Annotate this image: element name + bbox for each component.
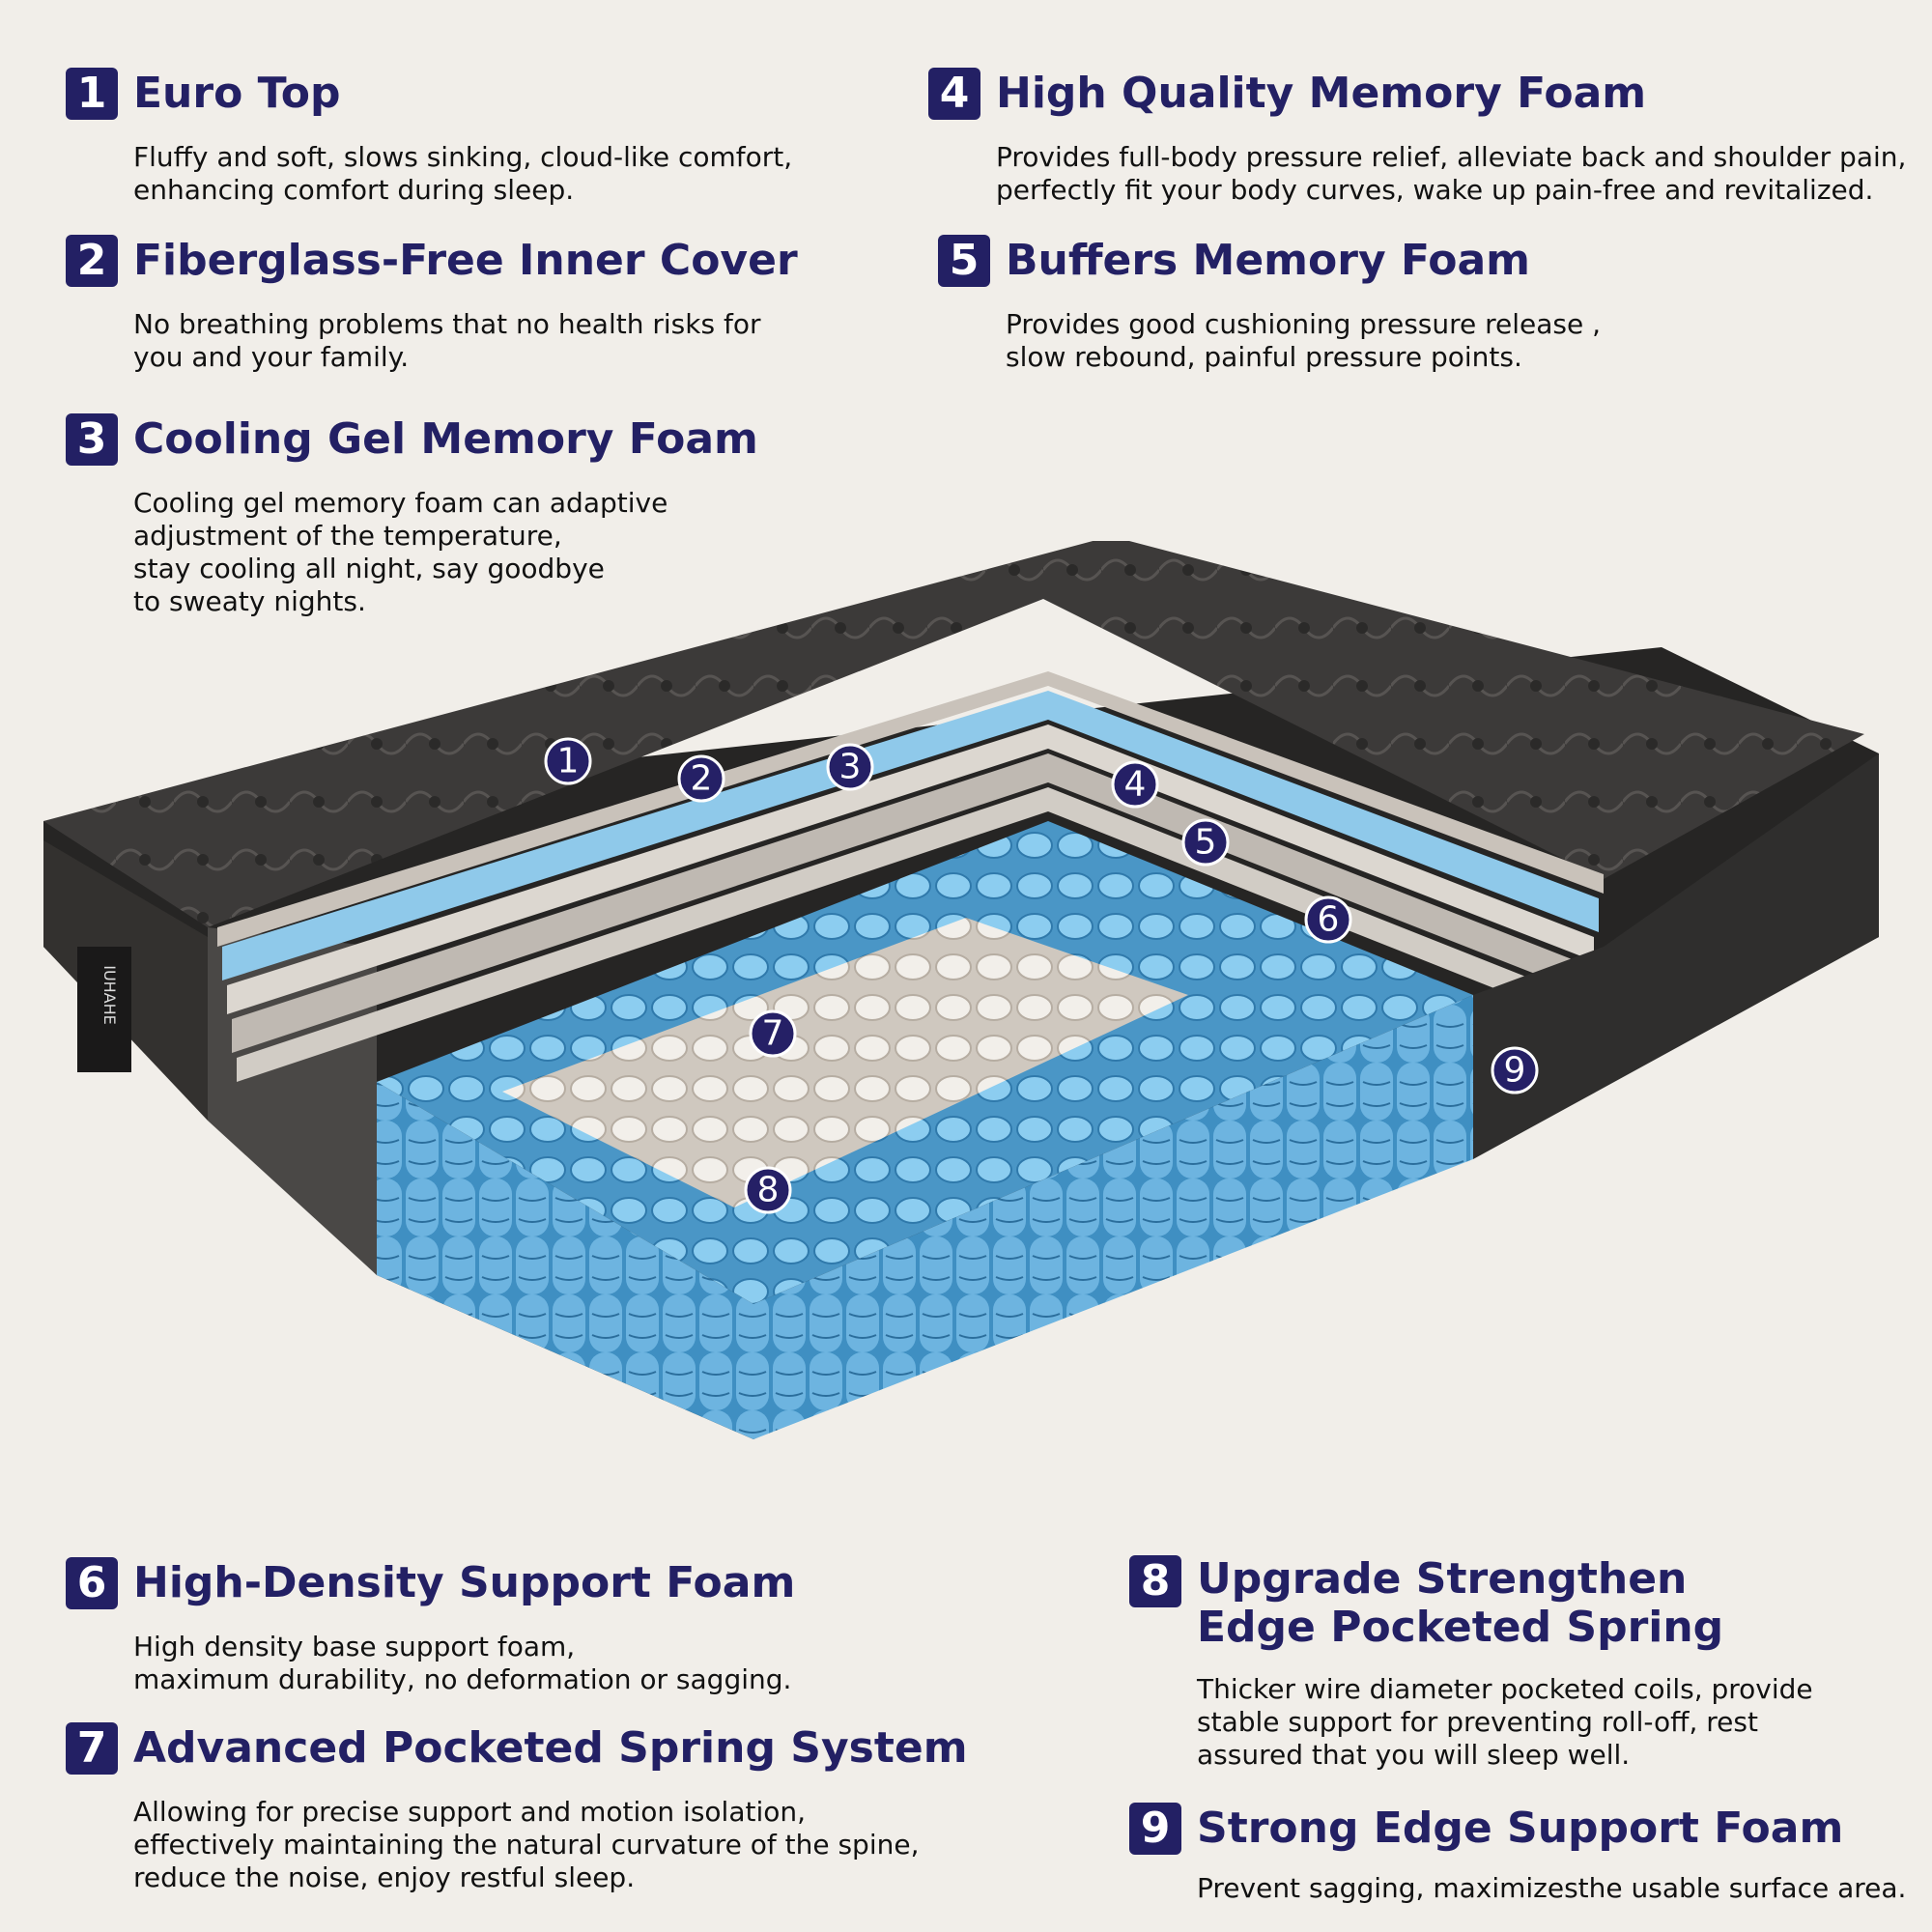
brand-label-tag (77, 947, 131, 1072)
feature-description: Provides good cushioning pressure releas… (1006, 308, 1601, 374)
number-badge: 2 (66, 235, 118, 287)
feature-description: High density base support foam, maximum … (133, 1631, 795, 1696)
inner-cover-layer (217, 671, 1604, 947)
marker-3: 3 (826, 743, 874, 791)
number-badge: 1 (66, 68, 118, 120)
cooling-gel-layer (222, 691, 1599, 980)
feature-title-line: Strong Edge Support Foam (1197, 1804, 1844, 1853)
description-line: No breathing problems that no health ris… (133, 308, 761, 340)
description-line: maximum durability, no deformation or sa… (133, 1663, 792, 1695)
feature-title: High-Density Support Foam (66, 1557, 795, 1609)
edge-springs-left-face (377, 1082, 753, 1439)
feature-3: 3 Cooling Gel Memory Foam Cooling gel me… (66, 413, 758, 618)
edge-springs-front-face (753, 995, 1473, 1439)
description-line: stable support for preventing roll-off, … (1197, 1706, 1758, 1738)
number-badge: 3 (66, 413, 118, 466)
description-line: assured that you will sleep well. (1197, 1739, 1631, 1771)
marker-label: 5 (1195, 823, 1217, 863)
marker-2: 2 (677, 754, 725, 803)
feature-title-line: Advanced Pocketed Spring System (133, 1723, 968, 1773)
description-line: Cooling gel memory foam can adaptive (133, 487, 668, 519)
feature-title: Fiberglass-Free Inner Cover (66, 235, 798, 287)
feature-description: Provides full-body pressure relief, alle… (996, 141, 1906, 207)
description-line: reduce the noise, enjoy restful sleep. (133, 1861, 636, 1893)
feature-title-line: Buffers Memory Foam (1006, 236, 1530, 285)
edge-support-foam (1473, 753, 1879, 1159)
description-line: stay cooling all night, say goodbye (133, 553, 605, 584)
description-line: you and your family. (133, 341, 410, 373)
marker-label: 9 (1504, 1051, 1526, 1091)
description-line: Allowing for precise support and motion … (133, 1796, 807, 1828)
support-foam-layer (237, 787, 1584, 1082)
marker-label: 8 (757, 1171, 780, 1210)
feature-title: Euro Top (66, 68, 792, 120)
description-line: Prevent sagging, maximizesthe usable sur… (1197, 1872, 1907, 1904)
center-springs-top (502, 918, 1188, 1208)
marker-label: 1 (557, 742, 580, 781)
feature-description: Cooling gel memory foam can adaptive adj… (133, 487, 758, 618)
feature-6: 6 High-Density Support Foam High density… (66, 1557, 795, 1696)
marker-label: 2 (691, 759, 713, 799)
description-line: to sweaty nights. (133, 585, 366, 617)
description-line: enhancing comfort during sleep. (133, 174, 575, 206)
marker-label: 3 (839, 748, 862, 787)
number-badge: 5 (938, 235, 990, 287)
marker-label: 6 (1318, 900, 1340, 940)
feature-title-line: Euro Top (133, 69, 341, 118)
feature-1: 1 Euro Top Fluffy and soft, slows sinkin… (66, 68, 792, 207)
number-badge: 6 (66, 1557, 118, 1609)
feature-description: Allowing for precise support and motion … (133, 1796, 968, 1894)
marker-4: 4 (1111, 760, 1159, 809)
number-badge: 7 (66, 1722, 118, 1775)
marker-label: 7 (762, 1014, 784, 1054)
feature-title-line: High Quality Memory Foam (996, 69, 1647, 118)
marker-7: 7 (749, 1009, 797, 1058)
feature-5: 5 Buffers Memory Foam Provides good cush… (938, 235, 1601, 374)
description-line: slow rebound, painful pressure points. (1006, 341, 1522, 373)
feature-7: 7 Advanced Pocketed Spring System Allowi… (66, 1722, 968, 1894)
feature-title: High Quality Memory Foam (928, 68, 1906, 120)
feature-title: Cooling Gel Memory Foam (66, 413, 758, 466)
feature-2: 2 Fiberglass-Free Inner Cover No breathi… (66, 235, 798, 374)
feature-9: 9 Strong Edge Support Foam Prevent saggi… (1129, 1803, 1906, 1905)
description-line: effectively maintaining the natural curv… (133, 1829, 920, 1861)
feature-description: Prevent sagging, maximizesthe usable sur… (1197, 1872, 1906, 1905)
brand-label: IUHAHE (100, 965, 119, 1025)
buffer-foam-layer (232, 753, 1589, 1053)
feature-title-line: Edge Pocketed Spring (1197, 1603, 1724, 1652)
description-line: Thicker wire diameter pocketed coils, pr… (1197, 1673, 1813, 1705)
feature-4: 4 High Quality Memory Foam Provides full… (928, 68, 1906, 207)
description-line: adjustment of the temperature, (133, 520, 562, 552)
mattress-cross-section-diagram: IUHAHE 1 2 3 4 5 6 7 8 9 (43, 541, 1879, 1439)
marker-6: 6 (1304, 895, 1352, 944)
marker-1: 1 (544, 737, 592, 785)
euro-top-layer (43, 541, 1864, 927)
description-line: Provides good cushioning pressure releas… (1006, 308, 1602, 340)
description-line: Fluffy and soft, slows sinking, cloud-li… (133, 141, 793, 173)
description-line: High density base support foam, (133, 1631, 576, 1662)
number-badge: 8 (1129, 1555, 1181, 1607)
feature-8: 8 Upgrade Strengthen Edge Pocketed Sprin… (1129, 1555, 1813, 1772)
feature-title-line: Fiberglass-Free Inner Cover (133, 236, 798, 285)
memory-foam-layer (227, 724, 1594, 1014)
feature-description: No breathing problems that no health ris… (133, 308, 798, 374)
feature-title: Buffers Memory Foam (938, 235, 1601, 287)
feature-title-line: Upgrade Strengthen (1197, 1554, 1688, 1604)
marker-8: 8 (744, 1166, 792, 1214)
marker-5: 5 (1181, 818, 1230, 867)
feature-title: Strong Edge Support Foam (1129, 1803, 1906, 1855)
number-badge: 4 (928, 68, 980, 120)
marker-9: 9 (1491, 1046, 1539, 1094)
feature-title: Advanced Pocketed Spring System (66, 1722, 968, 1775)
feature-title-line: Cooling Gel Memory Foam (133, 414, 758, 464)
feature-title-line: High-Density Support Foam (133, 1558, 796, 1607)
number-badge: 9 (1129, 1803, 1181, 1855)
marker-label: 4 (1124, 765, 1147, 805)
description-line: Provides full-body pressure relief, alle… (996, 141, 1907, 173)
feature-description: Fluffy and soft, slows sinking, cloud-li… (133, 141, 792, 207)
description-line: perfectly fit your body curves, wake up … (996, 174, 1874, 206)
feature-description: Thicker wire diameter pocketed coils, pr… (1197, 1673, 1813, 1772)
feature-title: Upgrade Strengthen Edge Pocketed Spring (1129, 1555, 1813, 1652)
